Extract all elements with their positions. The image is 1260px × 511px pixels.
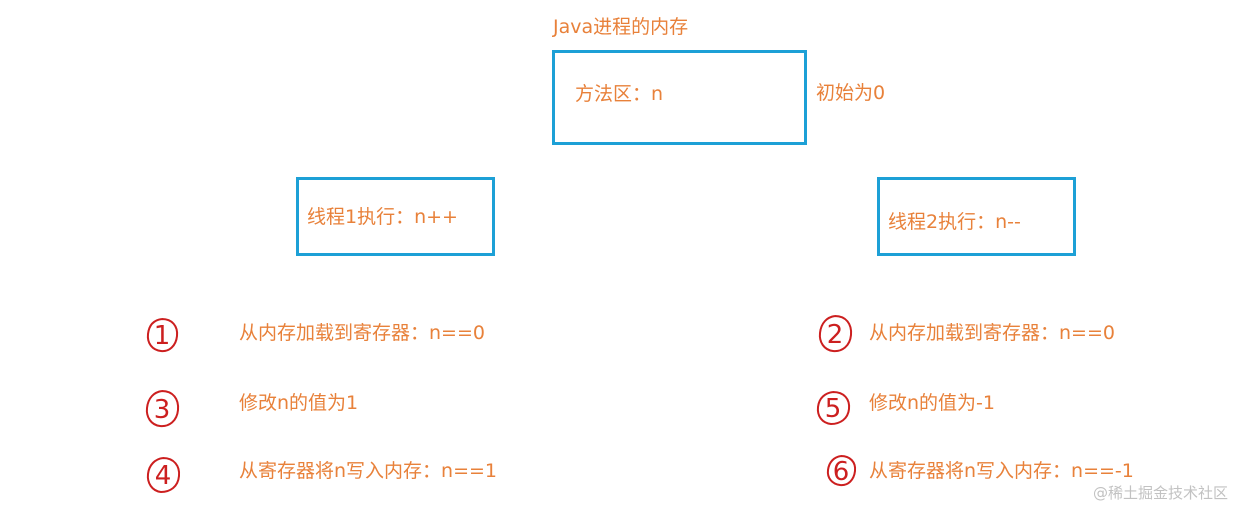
step-marker-1: 1 [143,316,181,354]
thread1-step1-text: 从内存加载到寄存器：n==0 [239,322,485,344]
step-marker-6-digit: 6 [833,457,850,487]
step-marker-3-digit: 3 [154,395,171,425]
step-marker-4: 4 [143,455,183,495]
thread1-step3-text: 从寄存器将n写入内存：n==1 [239,460,498,482]
step-marker-5-digit: 5 [825,394,842,424]
step-marker-5: 5 [813,389,853,427]
thread2-box: 线程2执行：n-- [877,177,1076,256]
initial-value-note: 初始为0 [816,82,886,104]
thread1-box: 线程1执行：n++ [296,177,495,256]
method-area-label: 方法区：n [575,83,664,105]
thread2-step1-text: 从内存加载到寄存器：n==0 [869,322,1115,344]
step-marker-1-digit: 1 [154,321,171,351]
thread2-step3-text: 从寄存器将n写入内存：n==-1 [869,460,1134,482]
method-area-box: 方法区：n [552,50,807,145]
step-marker-2: 2 [815,313,855,355]
thread1-label: 线程1执行：n++ [307,206,458,228]
step-marker-6: 6 [823,453,859,489]
step-marker-3: 3 [142,388,182,430]
thread2-label: 线程2执行：n-- [888,211,1021,233]
watermark: @稀土掘金技术社区 [1093,484,1229,502]
thread2-step2-text: 修改n的值为-1 [869,392,995,414]
memory-title: Java进程的内存 [553,16,689,38]
step-marker-2-digit: 2 [827,320,844,350]
thread1-step2-text: 修改n的值为1 [239,392,359,414]
step-marker-4-digit: 4 [155,461,172,491]
